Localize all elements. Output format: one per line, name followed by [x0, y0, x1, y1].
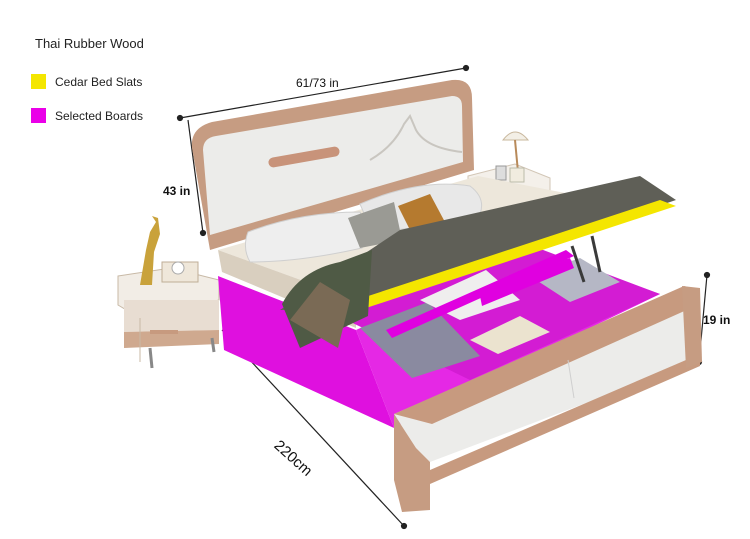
magenta-swatch	[31, 108, 46, 123]
legend-label: Selected Boards	[55, 108, 144, 123]
legend-item-selected-boards: Selected Boards	[31, 108, 143, 123]
left-nightstand	[117, 216, 220, 369]
headboard-height-label: 43 in	[163, 184, 191, 198]
length-dimension-label: 61/73 in	[296, 76, 339, 90]
legend-title: Thai Rubber Wood	[35, 36, 144, 51]
footboard-height-label: 19 in	[703, 313, 731, 327]
footboard	[394, 286, 702, 512]
legend-label: Cedar Bed Slats	[55, 74, 143, 89]
storage-box	[218, 236, 660, 428]
lifted-platform	[280, 176, 676, 348]
yellow-swatch	[31, 74, 46, 89]
legend-item-cedar-slats: Cedar Bed Slats	[31, 74, 142, 89]
headboard	[191, 79, 475, 251]
